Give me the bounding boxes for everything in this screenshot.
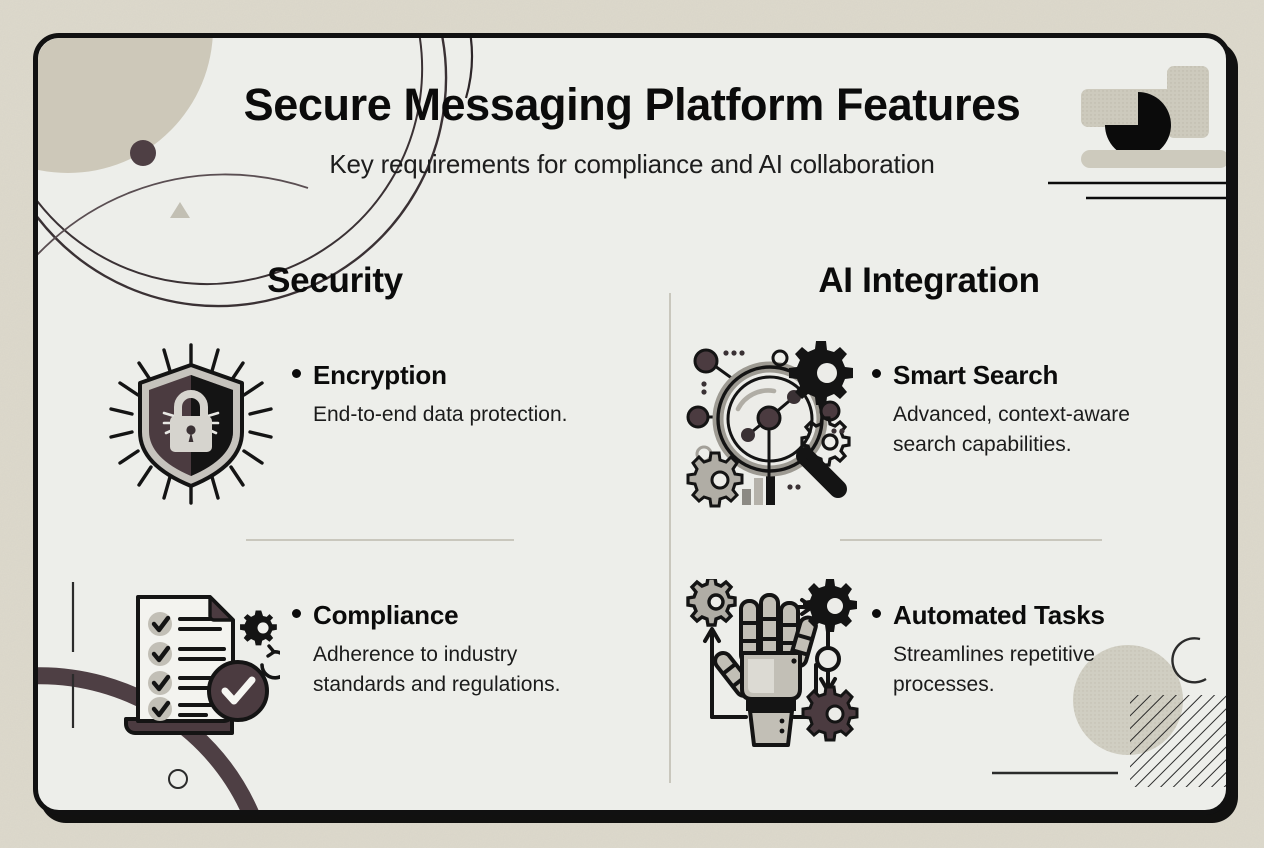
feature-description-encryption: End-to-end data protection.: [313, 402, 568, 426]
feature-title-row: Encryption: [292, 360, 568, 391]
feature-compliance[interactable]: Compliance Adherence to industry standar…: [66, 579, 604, 749]
page-title: Secure Messaging Platform Features: [243, 79, 1021, 130]
feature-description-automated-tasks: Streamlines repetitive processes.: [893, 642, 1095, 697]
bullet-dot-icon: [872, 369, 881, 378]
feature-description-compliance: Adherence to industry standards and regu…: [313, 642, 561, 697]
column-heading-security: Security: [267, 261, 403, 300]
feature-text-encryption: Encryption End-to-end data protection.: [280, 339, 568, 430]
feature-title-compliance: Compliance: [313, 600, 459, 630]
feature-title-row: Smart Search: [872, 360, 1193, 391]
column-heading-ai-integration: AI Integration: [818, 261, 1040, 300]
gear-black-topright-icon: [803, 579, 857, 632]
gear-gray-icon: [686, 451, 744, 508]
refresh-cycle-icon: [260, 644, 280, 680]
robotic-hand-automation-icon: [686, 579, 859, 747]
slide-card: Secure Messaging Platform Features Key r…: [33, 33, 1231, 815]
feature-automated-tasks[interactable]: Automated Tasks Streamlines repetitive p…: [660, 579, 1198, 749]
smart-search-icon: [686, 341, 853, 508]
feature-title-encryption: Encryption: [313, 360, 447, 390]
feature-text-automated-tasks: Automated Tasks Streamlines repetitive p…: [860, 579, 1193, 701]
column-ai-integration: AI Integration: [632, 243, 1226, 788]
feature-title-row: Automated Tasks: [872, 600, 1193, 631]
feature-encryption[interactable]: Encryption End-to-end data protection.: [66, 339, 604, 509]
shield-lock-icon: [109, 343, 273, 505]
feature-title-smart-search: Smart Search: [893, 360, 1059, 390]
columns-container: Security: [38, 243, 1226, 788]
feature-title-row: Compliance: [292, 600, 604, 631]
column-security: Security: [38, 243, 632, 788]
feature-text-compliance: Compliance Adherence to industry standar…: [280, 579, 604, 701]
bullet-dot-icon: [292, 369, 301, 378]
feature-description-smart-search: Advanced, context-aware search capabilit…: [893, 402, 1130, 457]
feature-title-automated-tasks: Automated Tasks: [893, 600, 1105, 630]
gear-gray-topleft-icon: [686, 579, 737, 627]
feature-divider-left: [246, 539, 514, 541]
bullet-dot-icon: [292, 609, 301, 618]
feature-divider-right: [840, 539, 1102, 541]
gray-triangle: [170, 202, 190, 218]
gear-plum-bottomright-icon: [801, 685, 859, 742]
feature-text-smart-search: Smart Search Advanced, context-aware sea…: [860, 339, 1193, 461]
header-block: Secure Messaging Platform Features Key r…: [38, 80, 1226, 180]
gear-small-icon: [240, 610, 277, 646]
compliance-checklist-icon: [124, 595, 280, 735]
gear-large-icon: [789, 341, 853, 405]
feature-smart-search[interactable]: Smart Search Advanced, context-aware sea…: [660, 339, 1198, 509]
page-subtitle: Key requirements for compliance and AI c…: [329, 148, 935, 179]
bullet-dot-icon: [872, 609, 881, 618]
